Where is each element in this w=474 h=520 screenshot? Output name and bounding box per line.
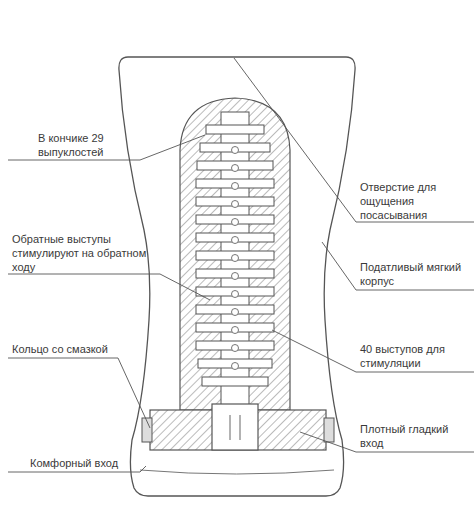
- plug-detail: [230, 415, 231, 440]
- callout-label: Комфорный вход: [30, 456, 150, 470]
- inner-sleeve: [180, 98, 290, 410]
- callout-label: Обратные выступы стимулируют на обратном…: [12, 232, 157, 274]
- callout-label: В кончике 29 выпуклостей: [38, 131, 138, 159]
- sleeve-cavity: [196, 112, 274, 408]
- entry-plug: [212, 404, 258, 450]
- suction-holes: [232, 147, 239, 370]
- plug-detail: [240, 415, 241, 440]
- watermark-logo: [190, 192, 282, 284]
- base-rim: [140, 470, 334, 474]
- lube-ring: [324, 418, 334, 442]
- callout-label: Кольцо со смазкой: [12, 342, 132, 356]
- callout-label: Отверстие для ощущения посасывания: [360, 180, 468, 222]
- callout-label: Плотный гладкий вход: [360, 422, 468, 450]
- leader-lines: [8, 58, 474, 472]
- callout-label: 40 выступов для стимуляции: [360, 342, 468, 370]
- soft-body-outline: [119, 57, 355, 496]
- callout-label: Податливый мягкий корпус: [360, 260, 468, 288]
